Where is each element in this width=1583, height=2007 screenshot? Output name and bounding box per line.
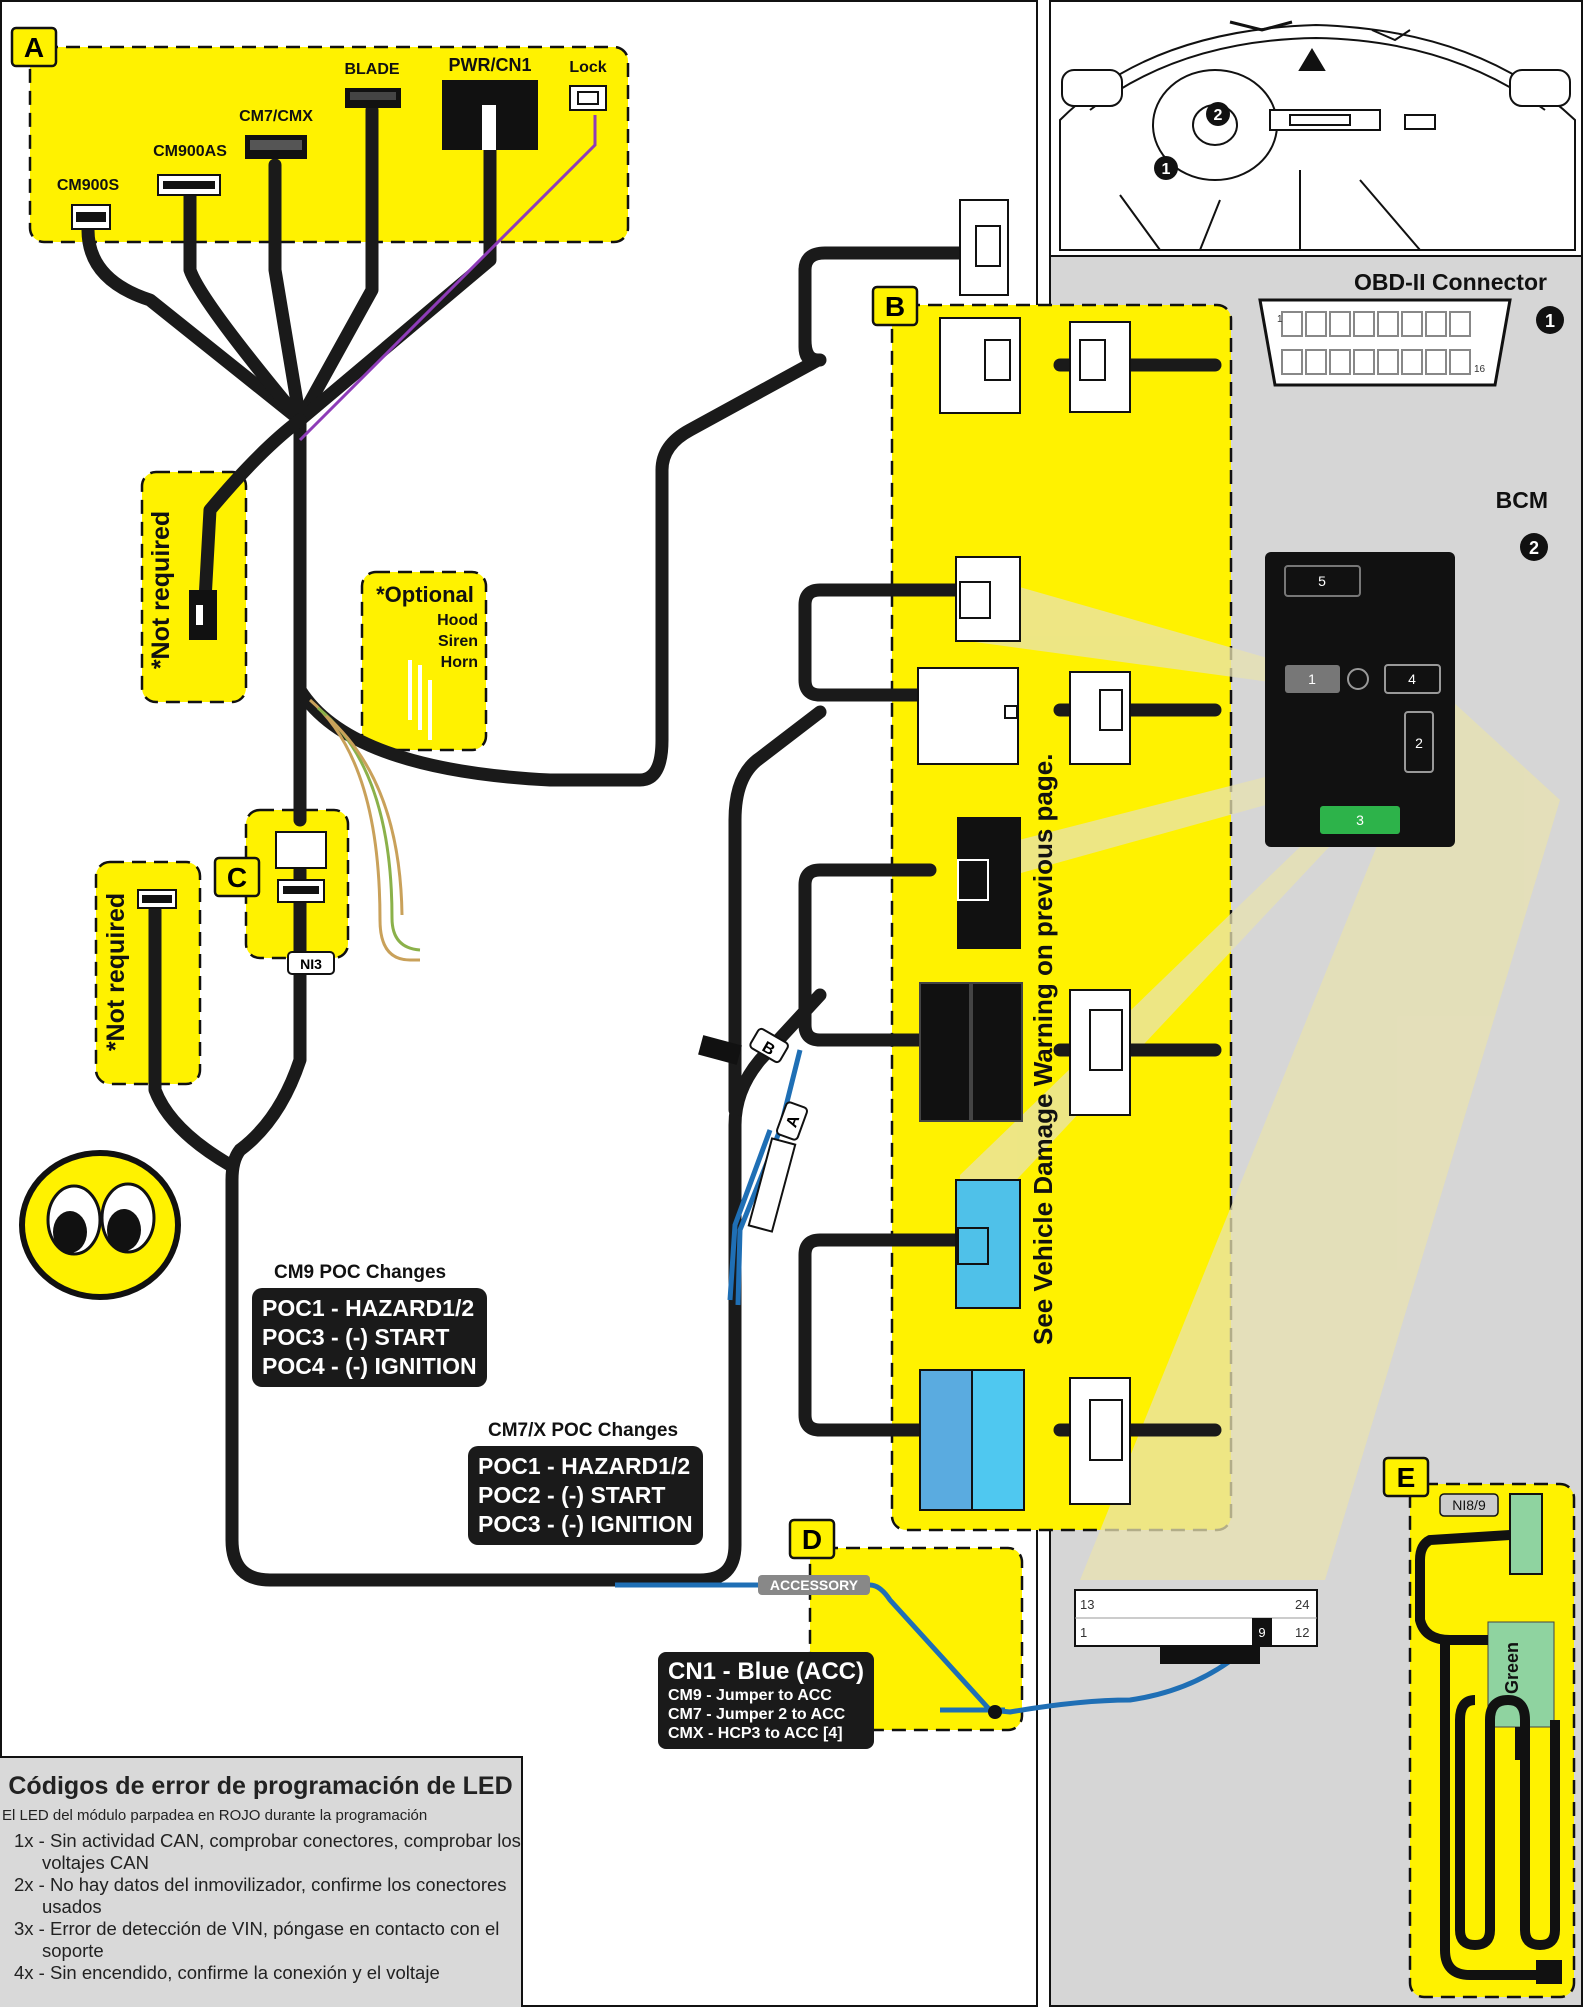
connector-label-cm900s: CM900S — [57, 177, 120, 194]
bcm-module — [1265, 552, 1455, 847]
bcm-slot-2: 2 — [1415, 735, 1423, 751]
bcm-title: BCM — [1496, 487, 1548, 513]
optional-item-hood: Hood — [437, 612, 478, 629]
connector-24pin — [1074, 1589, 1318, 1664]
error-code-3: 3x - Error de detección de VIN, póngase … — [14, 1918, 500, 1961]
car-badge-bcm-text: 2 — [1214, 107, 1223, 124]
pin-12: 12 — [1295, 1625, 1309, 1640]
section-b-label: B — [885, 291, 905, 322]
cn1-line-1: CM9 - Jumper to ACC — [668, 1687, 832, 1704]
error-codes-subtitle: El LED del módulo parpadea en ROJO duran… — [2, 1807, 428, 1824]
car-badge-obd-text: 1 — [1162, 161, 1171, 178]
obd-badge — [1536, 306, 1564, 334]
not-required-connectors — [137, 590, 217, 909]
obd-pin-high: 16 — [1474, 364, 1486, 375]
zone-a-connectors — [71, 80, 607, 230]
cm9-poc-box: POC1 - HAZARD1/2 POC3 - (-) START POC4 -… — [252, 1288, 487, 1387]
optional-item-siren: Siren — [438, 633, 478, 650]
obd-pin-low: 1 — [1277, 314, 1283, 325]
optional-title: *Optional — [376, 582, 474, 607]
cn1-line-2: CM7 - Jumper 2 to ACC — [668, 1706, 846, 1723]
ni3-label: NI3 — [300, 956, 322, 972]
error-code-2: 2x - No hay datos del inmovilizador, con… — [14, 1874, 507, 1917]
connector-label-blade: BLADE — [344, 61, 399, 78]
obd-badge-text: 1 — [1545, 311, 1555, 331]
bcm-badge-text: 2 — [1529, 538, 1539, 558]
cm7-poc-line-3: POC3 - (-) IGNITION — [478, 1511, 693, 1537]
acc-splice-point — [988, 1705, 1002, 1719]
cm7-poc-line-2: POC2 - (-) START — [478, 1482, 666, 1508]
zone-b-connectors — [917, 199, 1131, 1511]
bcm-slot-4: 4 — [1408, 671, 1416, 687]
cn1-info-box: CN1 - Blue (ACC) CM9 - Jumper to ACC CM7… — [658, 1652, 874, 1749]
section-c-label: C — [227, 862, 247, 893]
optional-thin-wires — [298, 115, 597, 962]
pin-13: 13 — [1080, 1597, 1094, 1612]
error-codes-panel: Códigos de error de programación de LED … — [0, 1756, 523, 2007]
zone-c-connectors — [275, 831, 327, 903]
connector-label-cm900as: CM900AS — [153, 143, 227, 160]
cm7-poc-title: CM7/X POC Changes — [488, 1420, 679, 1441]
car-badge-obd: 1 — [1154, 156, 1178, 180]
optional-item-horn: Horn — [441, 654, 478, 671]
ni89-tag — [1439, 1493, 1499, 1517]
pin-24: 24 — [1295, 1597, 1309, 1612]
accessory-tag-text: ACCESSORY — [770, 1577, 859, 1593]
cm9-poc-line-2: POC3 - (-) START — [262, 1324, 450, 1350]
zone-e-harness — [1415, 1493, 1562, 1984]
bcm-slot-1: 1 — [1308, 671, 1316, 687]
not-required-label-2: *Not required — [102, 893, 130, 1051]
main-harness-wires — [81, 103, 1222, 1587]
error-codes-title: Códigos de error de programación de LED — [8, 1772, 513, 1800]
ni3-tag — [287, 951, 335, 975]
section-a-label: A — [24, 32, 44, 63]
cm9-poc-line-3: POC4 - (-) IGNITION — [262, 1353, 477, 1379]
section-tags: A B C D E — [10, 26, 1430, 1560]
vehicle-damage-warning: See Vehicle Damage Warning on previous p… — [1028, 754, 1058, 1345]
cm9-poc-title: CM9 POC Changes — [274, 1262, 447, 1283]
brand-logo — [19, 1150, 181, 1300]
cm7-poc-line-1: POC1 - HAZARD1/2 — [478, 1453, 691, 1479]
error-code-1: 1x - Sin actividad CAN, comprobar conect… — [14, 1830, 521, 1873]
zone-optional — [360, 570, 488, 752]
bcm-badge — [1520, 533, 1548, 561]
pin-1: 1 — [1080, 1625, 1087, 1640]
bcm-slot-5: 5 — [1318, 573, 1326, 589]
cn1-title: CN1 - Blue (ACC) — [668, 1658, 864, 1685]
car-badge-bcm: 2 — [1206, 102, 1230, 126]
cm7-poc-box: POC1 - HAZARD1/2 POC2 - (-) START POC3 -… — [468, 1446, 703, 1545]
zone-not-required-1 — [140, 470, 248, 704]
connector-label-pwr-cn1: PWR/CN1 — [448, 55, 531, 75]
not-required-label-1: *Not required — [147, 511, 175, 669]
section-d-label: D — [802, 1524, 822, 1555]
pin-9: 9 — [1258, 1625, 1265, 1640]
obd-title: OBD-II Connector — [1354, 269, 1547, 295]
section-e-label: E — [1397, 1462, 1416, 1493]
zone-not-required-2 — [94, 860, 202, 1086]
ni89-label: NI8/9 — [1452, 1497, 1486, 1513]
green-label: Green — [1502, 1642, 1522, 1694]
car-interior-illustration — [1059, 20, 1576, 251]
obd-connector: 1 16 — [1258, 298, 1512, 387]
inline-plugs: B A — [698, 1027, 809, 1233]
error-code-4: 4x - Sin encendido, confirme la conexión… — [14, 1962, 440, 1983]
bcm-slot-3: 3 — [1356, 812, 1364, 828]
zone-a — [28, 45, 630, 244]
cn1-line-3: CMX - HCP3 to ACC [4] — [668, 1725, 843, 1742]
connector-label-cm7-cmx: CM7/CMX — [239, 108, 313, 125]
cm9-poc-line-1: POC1 - HAZARD1/2 — [262, 1295, 475, 1321]
connector-label-lock: Lock — [569, 59, 606, 76]
accessory-tag — [758, 1575, 870, 1595]
